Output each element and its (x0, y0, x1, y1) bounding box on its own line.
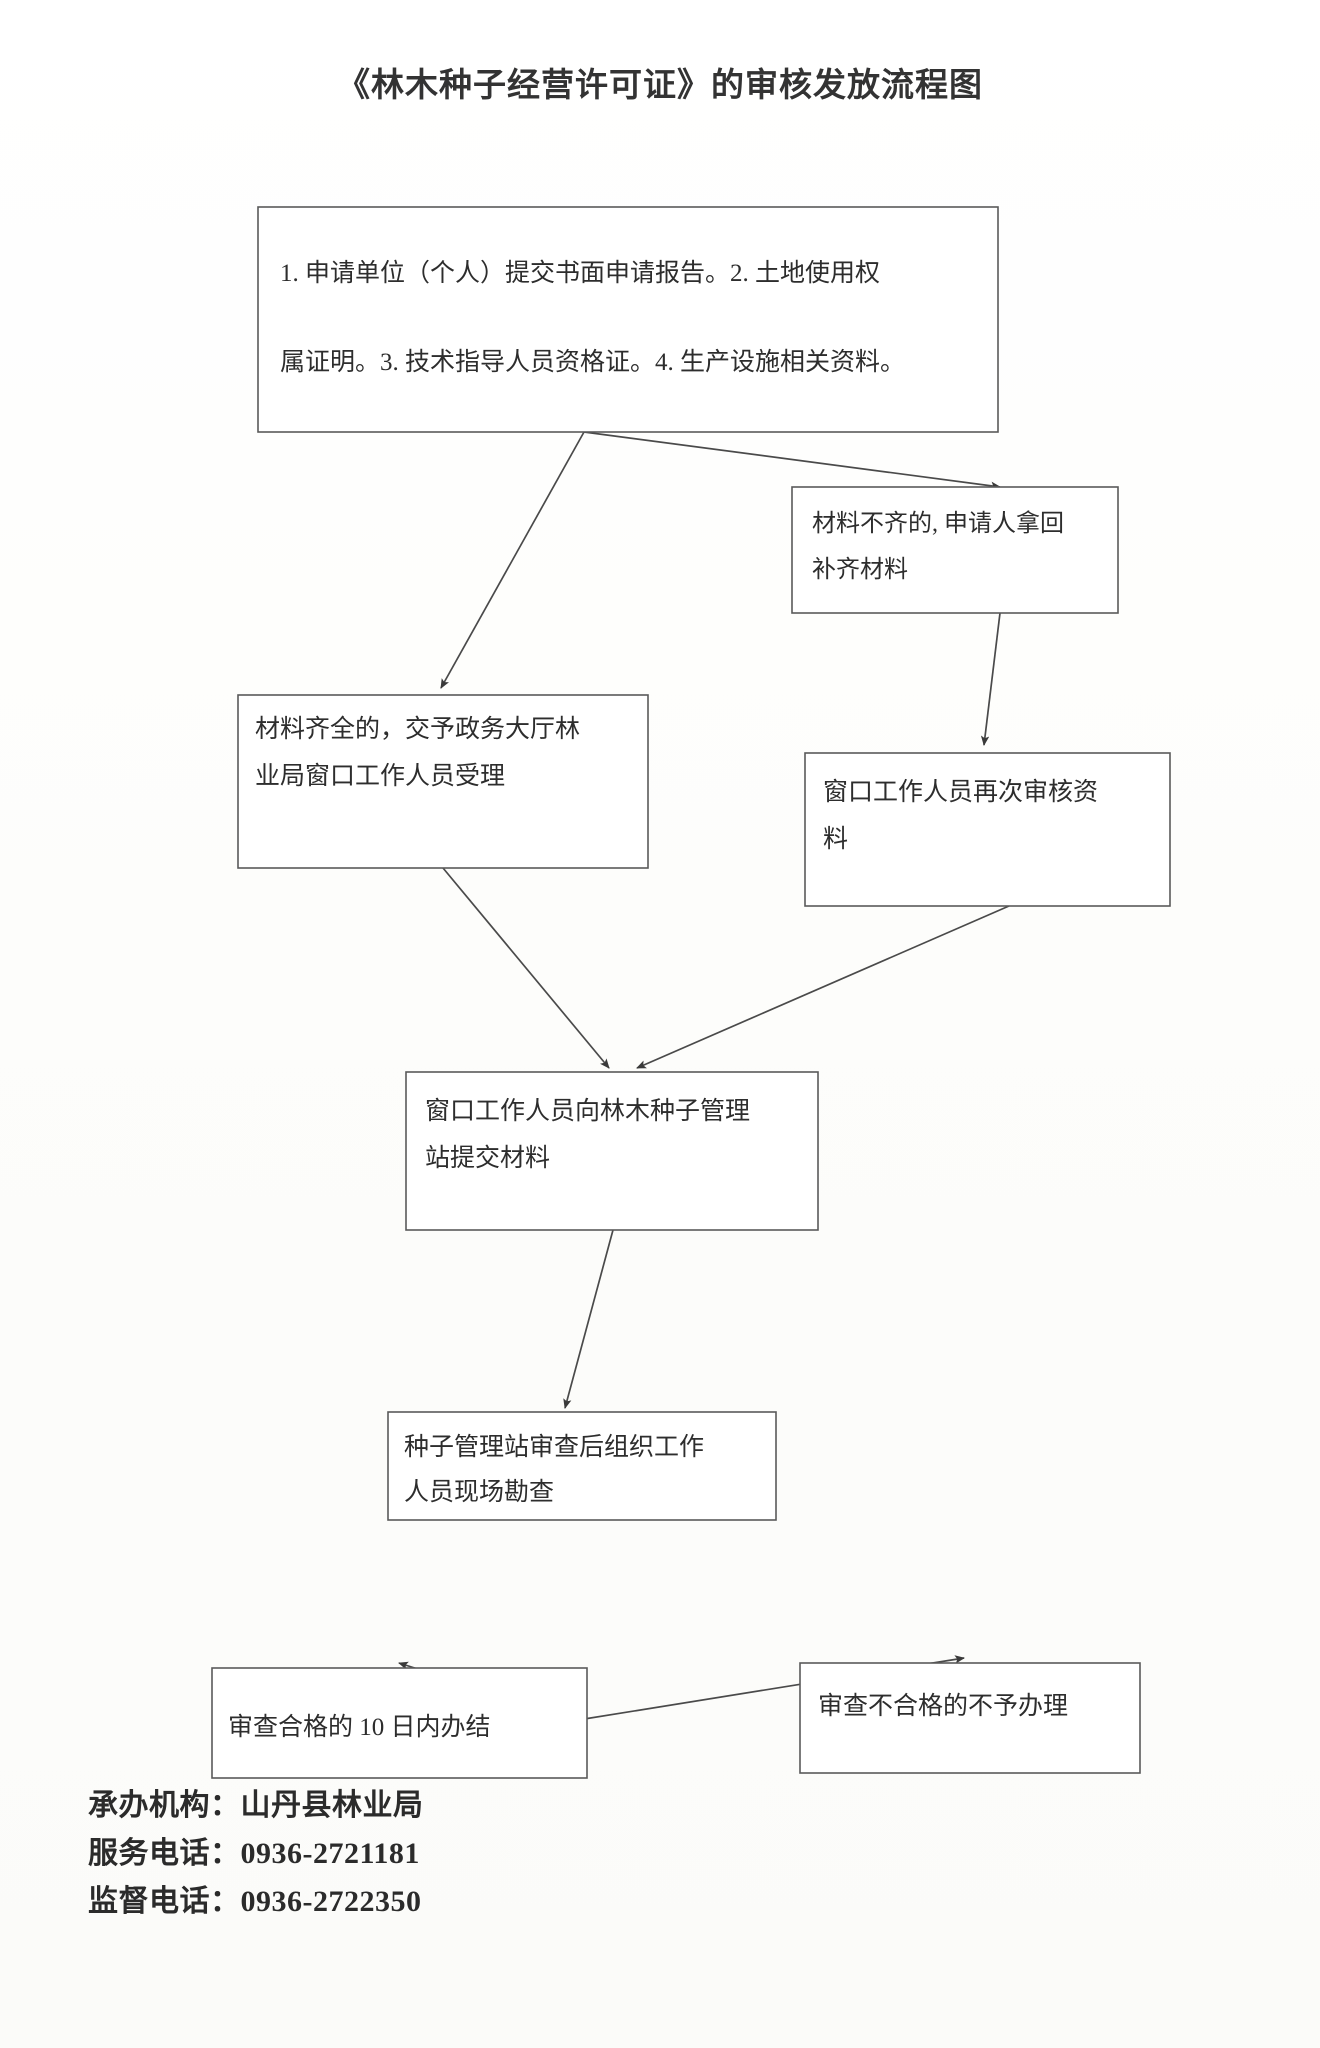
node-recheck-line-2: 料 (823, 825, 848, 853)
node-survey-line-2: 人员现场勘查 (404, 1478, 554, 1506)
node-complete-line-1: 材料齐全的，交予政务大厅林 (255, 715, 580, 743)
node-submit-line-1: 窗口工作人员向林木种子管理 (425, 1097, 750, 1125)
page-title: 《林木种子经营许可证》的审核发放流程图 (337, 68, 983, 104)
node-apply-line-1: 1. 申请单位（个人）提交书面申请报告。2. 土地使用权 (280, 259, 880, 287)
node-complete[interactable]: 材料齐全的，交予政务大厅林 业局窗口工作人员受理 (237, 694, 649, 869)
node-incomplete-line-1: 材料不齐的, 申请人拿回 (812, 510, 1064, 537)
node-fail[interactable]: 审查不合格的不予办理 (799, 1662, 1141, 1774)
edge-complete-to-submit (442, 867, 610, 1069)
node-apply[interactable]: 1. 申请单位（个人）提交书面申请报告。2. 土地使用权 属证明。3. 技术指导… (257, 206, 999, 433)
footer-agency: 承办机构：山丹县林业局 (88, 1789, 424, 1822)
node-incomplete[interactable]: 材料不齐的, 申请人拿回 补齐材料 (791, 486, 1119, 614)
node-fail-line-1: 审查不合格的不予办理 (818, 1692, 1068, 1720)
node-pass[interactable]: 审查合格的 10 日内办结 (211, 1667, 588, 1779)
node-survey[interactable]: 种子管理站审查后组织工作 人员现场勘查 (387, 1411, 777, 1521)
node-recheck[interactable]: 窗口工作人员再次审核资 料 (804, 752, 1171, 907)
edge-submit-to-survey (563, 1229, 614, 1409)
node-pass-line-1: 审查合格的 10 日内办结 (228, 1713, 491, 1741)
node-submit[interactable]: 窗口工作人员向林木种子管理 站提交材料 (405, 1071, 819, 1231)
edge-apply-to-complete (440, 431, 585, 689)
edge-apply-to-incomplete (583, 431, 1001, 490)
node-recheck-line-1: 窗口工作人员再次审核资 (823, 778, 1098, 806)
node-incomplete-line-2: 补齐材料 (812, 556, 908, 583)
node-survey-line-1: 种子管理站审查后组织工作 (404, 1433, 704, 1461)
footer-supervision-phone: 监督电话：0936-2722350 (88, 1885, 422, 1918)
edge-recheck-to-submit (636, 905, 1010, 1069)
footer-service-phone: 服务电话：0936-2721181 (88, 1837, 420, 1870)
node-complete-line-2: 业局窗口工作人员受理 (255, 762, 505, 790)
node-submit-line-2: 站提交材料 (425, 1144, 550, 1172)
edge-incomplete-to-recheck (980, 612, 1001, 746)
footer-block: 承办机构：山丹县林业局 服务电话：0936-2721181 监督电话：0936-… (88, 1782, 424, 1926)
node-apply-line-2: 属证明。3. 技术指导人员资格证。4. 生产设施相关资料。 (280, 348, 905, 376)
